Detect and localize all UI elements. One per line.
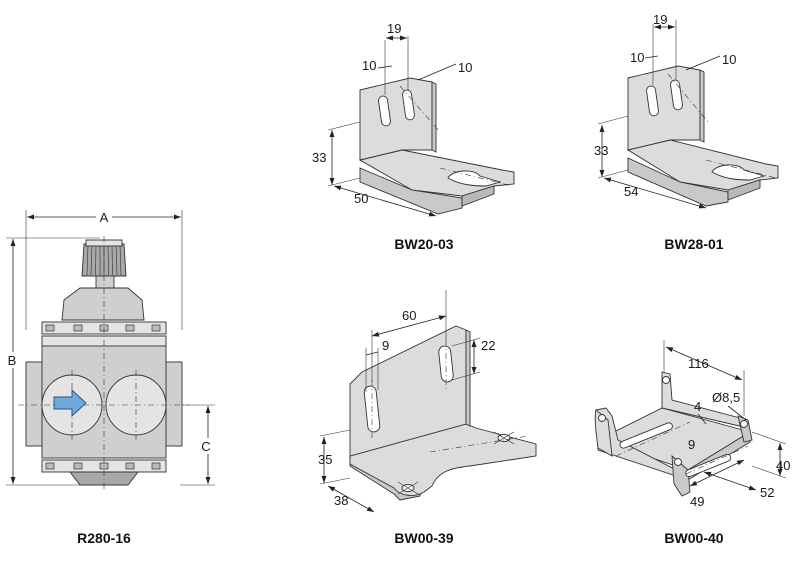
flow-arrow-icon <box>53 388 87 418</box>
bw2003-dim-10-right: 10 <box>458 60 472 75</box>
bw2003-dim-19: 19 <box>387 21 401 36</box>
dim-c-label: C <box>201 439 210 454</box>
dim-b-label: B <box>8 353 17 368</box>
r280-regulator-drawing: A B C <box>4 209 215 492</box>
bw0040-dim-40: 40 <box>776 458 790 473</box>
bw0040-dim-52: 52 <box>760 485 774 500</box>
bw0039-dim-9: 9 <box>382 338 389 353</box>
bw28-01-bracket-drawing: 19 10 10 33 54 <box>594 12 779 209</box>
bw0040-dim-dia: Ø8,5 <box>712 390 740 405</box>
bw2801-dim-10-right: 10 <box>722 52 736 67</box>
bw0040-dim-4: 4 <box>694 399 701 414</box>
bw20-03-bracket-drawing: 19 10 10 33 50 <box>312 21 515 217</box>
bw0039-dim-35: 35 <box>318 452 332 467</box>
caption-bw28-01: BW28-01 <box>664 236 723 252</box>
caption-bw00-39: BW00-39 <box>394 530 453 546</box>
bw2801-dim-54: 54 <box>624 184 638 199</box>
bw0039-dim-60: 60 <box>402 308 416 323</box>
bw0040-dim-9: 9 <box>688 437 695 452</box>
bw0039-dim-38: 38 <box>334 493 348 508</box>
bw0040-dim-49: 49 <box>690 494 704 509</box>
caption-bw20-03: BW20-03 <box>394 236 453 252</box>
bw2801-dim-33: 33 <box>594 143 608 158</box>
bw00-40-bracket-drawing: 116 Ø8,5 4 9 40 49 52 <box>594 340 790 509</box>
bw0040-dim-116: 116 <box>688 356 709 371</box>
bw2801-dim-10-left: 10 <box>630 50 644 65</box>
caption-r280-16: R280-16 <box>77 530 131 546</box>
bw2003-dim-33: 33 <box>312 150 326 165</box>
bw00-39-bracket-drawing: 60 9 22 35 38 <box>318 290 537 513</box>
bw2003-dim-50: 50 <box>354 191 368 206</box>
dim-a-label: A <box>100 210 109 225</box>
bw2003-dim-10-left: 10 <box>362 58 376 73</box>
bw0039-dim-22: 22 <box>481 338 495 353</box>
bw2801-dim-19: 19 <box>653 12 667 27</box>
caption-bw00-40: BW00-40 <box>664 530 723 546</box>
